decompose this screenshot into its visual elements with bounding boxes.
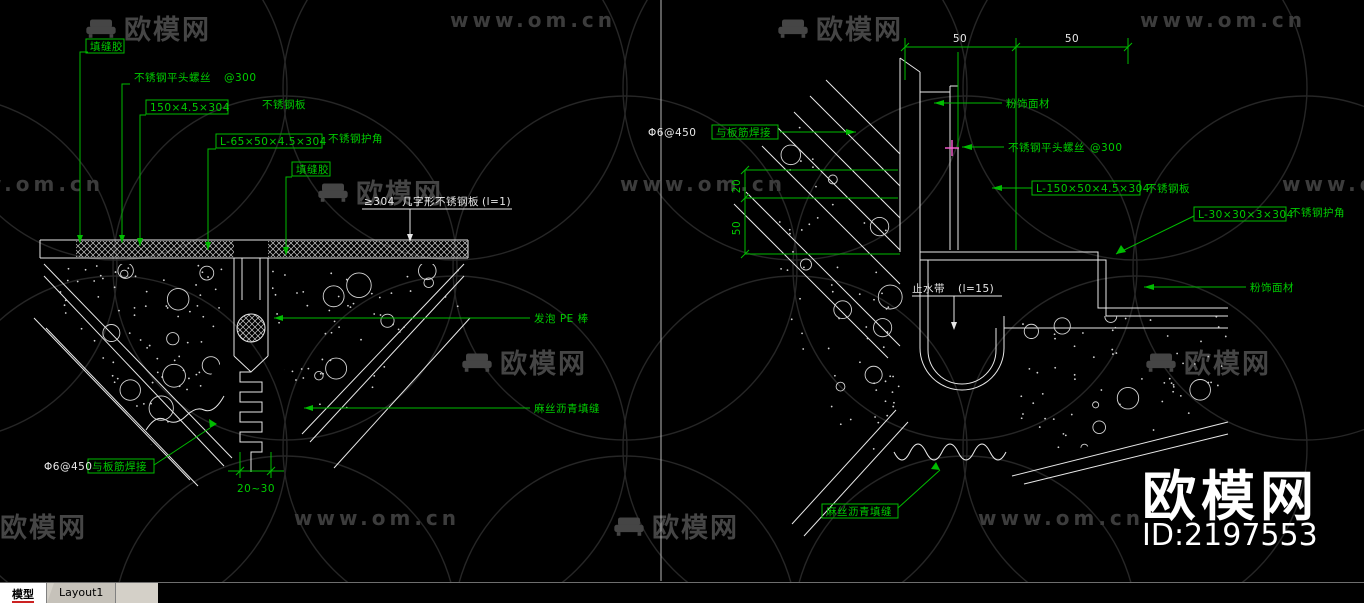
watermark-url-text: www.om.cn bbox=[294, 506, 461, 530]
watermark-url: www.om.cn bbox=[450, 8, 616, 32]
watermark-brand-text: 欧模网 bbox=[356, 179, 443, 210]
watermark-url-text: www.om.cn bbox=[620, 172, 787, 196]
left-u-plate-arrow bbox=[407, 234, 413, 242]
label-finish-top: 粉饰面材 bbox=[1006, 97, 1050, 110]
watermark-logo: 欧模网 bbox=[462, 342, 587, 381]
watermark-logo: 欧模网 bbox=[0, 506, 87, 545]
label-u-plate: 几字形不锈钢板 bbox=[402, 195, 479, 208]
tab-model[interactable]: 模型 bbox=[0, 583, 47, 603]
label-plate: 不锈钢板 bbox=[262, 98, 306, 111]
label-rebar: Φ6@450 bbox=[648, 127, 697, 139]
watermark-url-text: www.om.cn bbox=[978, 506, 1145, 530]
right-waterstop-arrow bbox=[951, 322, 957, 330]
right-detail-dimensions bbox=[740, 38, 1133, 259]
watermark-brand-text: 欧模网 bbox=[124, 15, 211, 46]
left-detail-white-leaders bbox=[362, 208, 512, 240]
label-plate-spec: 150×4.5×304 bbox=[150, 102, 230, 114]
watermark-url-text: www.om.cn bbox=[1140, 8, 1307, 32]
watermark-url-text: www.om.cn bbox=[450, 8, 617, 32]
label-screw-spacing: @300 bbox=[1090, 142, 1123, 154]
concrete-speckle-right-a bbox=[778, 100, 903, 466]
watermark-brand-text: 欧模网 bbox=[652, 513, 739, 544]
label-angle-spec: L-65×50×4.5×304 bbox=[220, 136, 327, 148]
dim-50-right: 50 bbox=[1065, 33, 1079, 45]
watermark-url: www.om.cn bbox=[620, 172, 786, 196]
concrete-speckle-left-a bbox=[56, 264, 224, 446]
sofa-icon bbox=[86, 18, 116, 38]
watermark-url: www.om.cn bbox=[1140, 8, 1306, 32]
label-weld: 与板筋焊接 bbox=[92, 460, 147, 473]
watermark-logo: 欧模网 bbox=[614, 506, 739, 545]
watermark-url: www.om.cn bbox=[294, 506, 460, 530]
label-u-plate-len: (l=1) bbox=[482, 196, 511, 208]
watermark-url: www.om.cn bbox=[0, 172, 104, 196]
label-screw-spacing: @300 bbox=[224, 72, 257, 84]
label-oakum: 麻丝沥青填缝 bbox=[534, 402, 600, 415]
watermark-logo: 欧模网 bbox=[778, 8, 903, 47]
site-brand: 欧模网 bbox=[1142, 465, 1319, 528]
label-plate: 不锈钢板 bbox=[1146, 182, 1190, 195]
watermark-brand-text: 欧模网 bbox=[0, 513, 87, 544]
label-screw: 不锈钢平头螺丝 bbox=[134, 71, 211, 84]
watermark-url: www.om.cn bbox=[978, 506, 1144, 530]
right-detail-geometry bbox=[733, 57, 1229, 537]
label-weld: 与板筋焊接 bbox=[716, 126, 771, 139]
watermark-url: www.om.cn bbox=[1282, 172, 1364, 196]
watermark-brand-text: 欧模网 bbox=[816, 15, 903, 46]
right-detail-leaders bbox=[711, 102, 1287, 519]
watermark-logo: 欧模网 bbox=[86, 8, 211, 47]
right-waterstop-leader bbox=[912, 295, 1002, 328]
sofa-icon bbox=[1146, 352, 1176, 372]
label-waterstop-len: (l=15) bbox=[958, 283, 994, 295]
left-detail-labels: 填缝胶 不锈钢平头螺丝 @300 150×4.5×304 不锈钢板 L-65×5… bbox=[44, 40, 600, 495]
tab-layout1[interactable]: Layout1 bbox=[47, 583, 117, 603]
left-detail-geometry bbox=[33, 239, 471, 487]
screw-mark bbox=[945, 140, 959, 156]
watermark-url-text: www.om.cn bbox=[0, 172, 105, 196]
label-oakum: 麻丝沥青填缝 bbox=[826, 505, 892, 518]
asset-id: ID:2197553 bbox=[1142, 518, 1318, 553]
drawing-canvas: 填缝胶 不锈钢平头螺丝 @300 150×4.5×304 不锈钢板 L-65×5… bbox=[33, 0, 1345, 581]
label-screw: 不锈钢平头螺丝 bbox=[1008, 141, 1085, 154]
layout-tabs: 模型 Layout1 bbox=[0, 583, 158, 603]
sofa-icon bbox=[462, 352, 492, 372]
label-angle-spec: L-30×30×3×304 bbox=[1198, 209, 1294, 221]
label-plate-spec: L-150×50×4.5×304 bbox=[1036, 183, 1150, 195]
label-sealant-top: 填缝胶 bbox=[90, 40, 123, 53]
watermark-url-text: www.om.cn bbox=[1282, 172, 1364, 196]
dim-20: 20 bbox=[731, 179, 743, 193]
label-waterstop: 止水带 bbox=[912, 283, 945, 295]
tab-model-label: 模型 bbox=[12, 588, 34, 603]
watermark-logo: 欧模网 bbox=[1146, 342, 1271, 381]
watermark-brand-text: 欧模网 bbox=[500, 349, 587, 380]
label-angle: 不锈钢护角 bbox=[1290, 206, 1345, 219]
status-bar: 模型 Layout1 bbox=[0, 582, 1364, 603]
sofa-icon bbox=[318, 182, 348, 202]
concrete-speckle-left-b bbox=[272, 264, 464, 429]
label-pe-rod: 发泡 PE 棒 bbox=[534, 312, 589, 325]
label-angle: 不锈钢护角 bbox=[328, 132, 383, 145]
label-joint-width: 20~30 bbox=[237, 483, 275, 495]
watermark-brand-text: 欧模网 bbox=[1184, 349, 1271, 380]
dim-50-v: 50 bbox=[731, 221, 743, 235]
label-finish-bottom: 粉饰面材 bbox=[1250, 281, 1294, 294]
dim-50-left: 50 bbox=[953, 33, 967, 45]
sofa-icon bbox=[614, 516, 644, 536]
label-rebar: Φ6@450 bbox=[44, 461, 93, 473]
left-detail-leader-arrows bbox=[77, 235, 313, 428]
left-detail-leaders bbox=[79, 38, 530, 478]
watermark-logo: 欧模网 bbox=[318, 172, 443, 211]
tab-layout1-label: Layout1 bbox=[59, 586, 104, 599]
sofa-icon bbox=[778, 18, 808, 38]
concrete-speckle-right-b bbox=[1020, 316, 1227, 460]
label-u-thickness: ≥304 bbox=[364, 196, 395, 208]
right-detail-leader-arrows bbox=[846, 100, 1154, 470]
right-detail-labels: 50 50 粉饰面材 不锈钢平头螺丝 @300 L-150×50×4.5×304… bbox=[648, 33, 1345, 518]
label-sealant-mid: 填缝胶 bbox=[296, 163, 329, 176]
